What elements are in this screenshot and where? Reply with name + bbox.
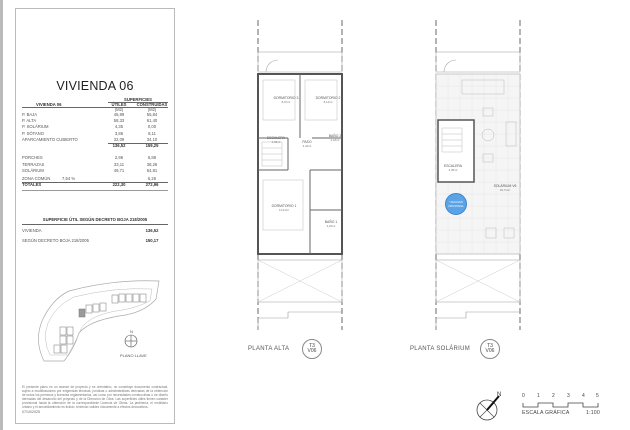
scale-label: ESCALA GRÁFICA [522,410,570,416]
north-arrow-icon: N [476,392,501,421]
page-edge [0,0,3,430]
info-panel: VIVIENDA 06 SUPERFICIES VIVIENDA 06 ÚTIL… [15,8,175,424]
date: 07/10/2025 [22,410,40,414]
decree-table: SUPERFICIE ÚTIL SEGÚN DECRETO BOJA 218/2… [22,217,168,245]
row-header: VIVIENDA 06 [36,102,62,107]
col-construidas: CONSTRUIDAS [136,102,168,107]
page-title: VIVIENDA 06 [56,79,134,93]
floor-plan-alta [257,20,343,330]
scale-bar: 0 1 2 3 4 5 ESCALA GRÁFICA 1:100 [522,393,600,416]
disclaimer: El presente plano es un avance de proyec… [22,385,168,409]
col-construidas-unit: (M2) [147,107,157,112]
surface-table: SUPERFICIES VIVIENDA 06 ÚTILES CONSTRUID… [22,97,168,191]
jacuzzi-optional: *JACUZZI OPCIONAL [445,193,467,215]
svg-text:N: N [497,392,501,398]
floor-plan-solarium [435,20,521,330]
plan-label-solarium: PLANTA SOLÁRIUM [410,346,471,352]
key-plan-map: N PLANO LLAVE [38,280,160,362]
col-utiles: ÚTILES [111,102,127,107]
decree-header: SUPERFICIE ÚTIL SEGÚN DECRETO BOJA 218/2… [42,217,148,222]
plan-label-alta: PLANTA ALTA [248,346,290,352]
scale-ratio: 1:100 [586,410,600,416]
group-header: SUPERFICIES [124,97,152,102]
svg-text:N: N [130,329,133,334]
key-plan-label: PLANO LLAVE [120,353,147,358]
col-utiles-unit: (M2) [114,107,124,112]
